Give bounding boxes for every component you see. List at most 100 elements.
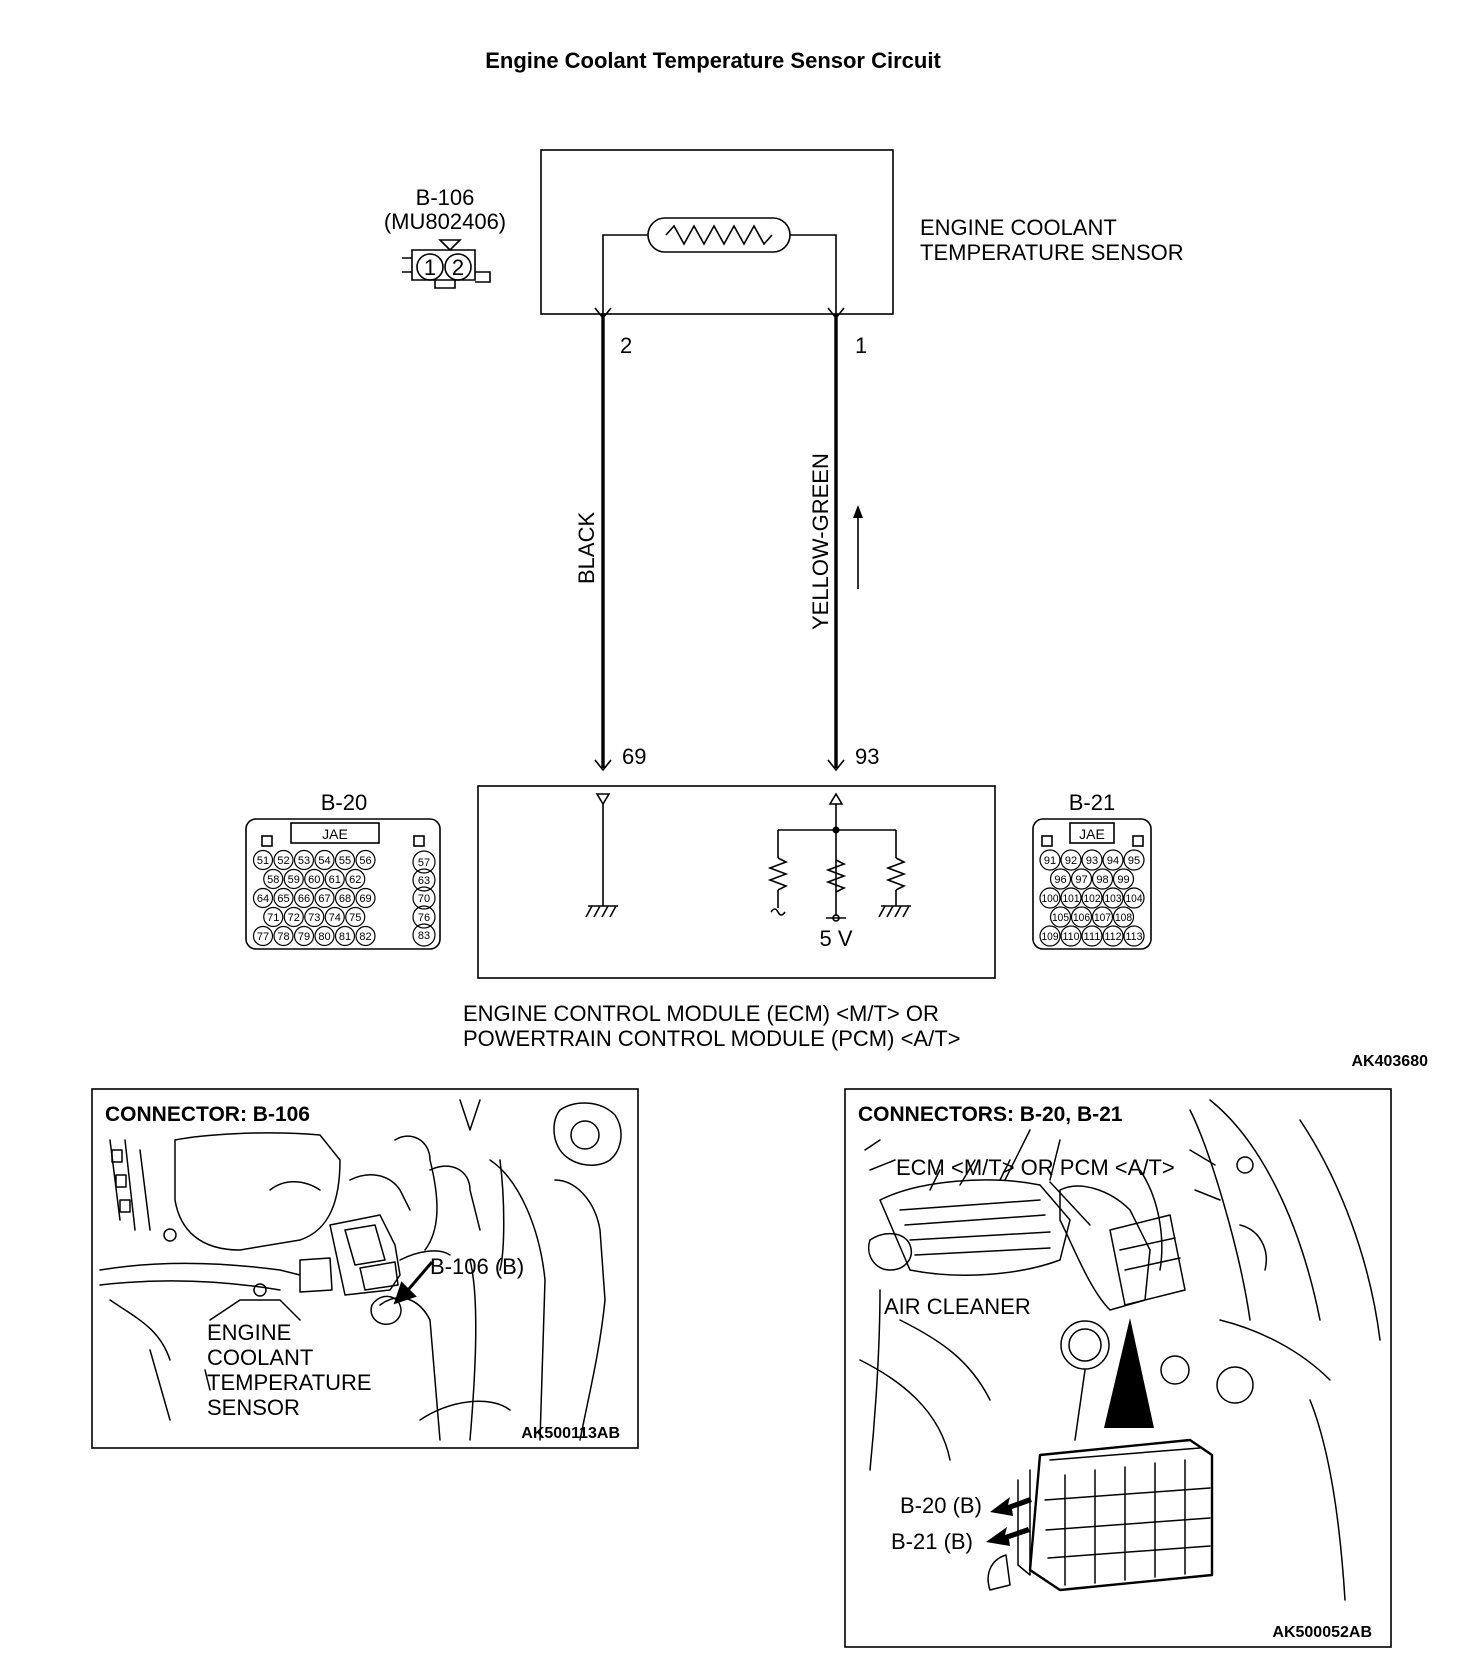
ecm-leader-line — [1049, 1181, 1091, 1226]
connector-b21-pin-label-99: 99 — [1117, 874, 1129, 886]
photo-left-label-line1: ENGINE — [207, 1320, 291, 1345]
wires: 2 1 BLACK YELLOW-GREEN 69 93 — [574, 314, 879, 772]
connector-b20-pin-label-65: 65 — [277, 893, 289, 905]
connector-b21-id: B-21 — [1069, 790, 1115, 815]
connector-b21-pin-label-111: 111 — [1084, 931, 1101, 943]
ecm-connector-closeup — [987, 1438, 1214, 1592]
connector-b106-pin-1 — [416, 253, 444, 281]
connector-b21-pin-label-105: 105 — [1052, 912, 1069, 924]
connector-b21-pin-label-98: 98 — [1096, 874, 1108, 886]
connector-b20-pin-70 — [412, 886, 436, 910]
callout-arrow-b106 — [393, 1261, 434, 1305]
connector-b106-foot — [434, 280, 456, 289]
module-box — [477, 785, 996, 979]
engine-bay-illustration-right — [859, 1099, 1381, 1601]
ground-symbol-69 — [585, 905, 618, 918]
connector-b20-pin-label-77: 77 — [257, 931, 269, 943]
connector-b106-pin-2 — [444, 253, 472, 281]
connector-b20-pin-60 — [304, 868, 325, 890]
connector-b21-pin-94 — [1102, 849, 1124, 871]
connector-b21-pin-92 — [1060, 849, 1082, 871]
connector-b21-pin-label-95: 95 — [1128, 855, 1140, 867]
connector-b21-pin-95 — [1123, 849, 1145, 871]
connector-b20-pin-label-66: 66 — [298, 893, 310, 905]
connector-b20-pin-61 — [324, 868, 345, 890]
connector-b20-pin-label-68: 68 — [339, 893, 351, 905]
connector-b20-latch-left — [261, 835, 273, 847]
connector-b20-maker: JAE — [322, 826, 348, 842]
sensor-location-highlight — [370, 1295, 402, 1325]
sensor-pin-1-label: 1 — [855, 333, 867, 358]
connector-b21-pin-113 — [1123, 925, 1145, 947]
sensor-box — [540, 149, 894, 315]
connector-b106-pin-2-label: 2 — [452, 255, 464, 280]
module-name-line2: POWERTRAIN CONTROL MODULE (PCM) <A/T> — [463, 1026, 961, 1051]
photo-frame-left — [91, 1088, 639, 1449]
module-pin-93-label: 93 — [855, 744, 879, 769]
photo-panel-b20-b21: CONNECTORS: B-20, B-21 — [844, 1088, 1392, 1648]
connector-b20-pin-52 — [273, 849, 294, 871]
middle-resistor-symbol — [825, 859, 847, 893]
photo-left-label-line3: TEMPERATURE — [207, 1370, 372, 1395]
connector-b20-pin-label-64: 64 — [257, 893, 269, 905]
pin-93-input-mark — [828, 792, 844, 805]
connector-b21-pin-106 — [1070, 906, 1093, 928]
connector-b106-outline — [402, 257, 491, 283]
connector-b20-pin-69 — [355, 887, 376, 909]
module-pin-69-label: 69 — [622, 744, 646, 769]
connector-b20-pin-81 — [334, 925, 356, 947]
diagram-title: Engine Coolant Temperature Sensor Circui… — [485, 48, 941, 73]
connector-b106-part-number: (MU802406) — [384, 209, 506, 234]
connector-b21-pin-102 — [1081, 887, 1103, 909]
connector-b21-pin-103 — [1102, 887, 1124, 909]
connector-b20-pin-label-53: 53 — [298, 855, 310, 867]
photo-right-callout-b21: B-21 (B) — [891, 1529, 973, 1554]
pin-69-input-mark — [595, 793, 611, 806]
callout-arrow-b21 — [986, 1527, 1030, 1546]
photo-panel-b106: CONNECTOR: B-106 — [91, 1088, 639, 1449]
connector-b20-pin-label-51: 51 — [257, 855, 269, 867]
sensor-internal-lead-2 — [602, 234, 648, 314]
ac-source-symbol — [770, 908, 786, 916]
connector-b20-pin-label-62: 62 — [349, 874, 361, 886]
sensor-block: ENGINE COOLANT TEMPERATURE SENSOR — [540, 149, 1184, 320]
connector-b20-pin-label-55: 55 — [339, 855, 351, 867]
photo-frame-right — [844, 1088, 1392, 1648]
connector-b20-pin-57 — [412, 850, 436, 874]
sensor-name-line1: ENGINE COOLANT — [920, 215, 1117, 240]
connector-b21-pin-label-112: 112 — [1105, 931, 1122, 943]
wire-color-black: BLACK — [574, 512, 599, 584]
sensor-pin-2-label: 2 — [620, 333, 632, 358]
connector-b21-pin-112 — [1102, 925, 1124, 947]
connector-b106-symbol: B-106 (MU802406) 1 2 — [384, 185, 506, 289]
connector-b21-pin-label-102: 102 — [1084, 893, 1101, 905]
connector-b21-pin-label-96: 96 — [1054, 874, 1066, 886]
connector-b20-pin-label-61: 61 — [329, 874, 341, 886]
connector-b106-pin-1-label: 1 — [424, 255, 436, 280]
connector-b20-pin-66 — [293, 887, 315, 909]
connector-b20-pin-label-56: 56 — [359, 855, 371, 867]
connector-b21-pin-96 — [1049, 868, 1072, 890]
connector-b20-pin-label-83: 83 — [418, 930, 430, 942]
left-resistor-symbol — [767, 857, 789, 891]
connector-b20-pin-78 — [273, 925, 294, 947]
connector-b20-pin-67 — [314, 887, 335, 909]
photo-left-title: CONNECTOR: B-106 — [105, 1103, 310, 1126]
connector-b20-pin-76 — [412, 905, 436, 929]
connector-b20-pin-68 — [334, 887, 356, 909]
connector-b20-pin-label-72: 72 — [288, 912, 300, 924]
connector-b20-pin-label-78: 78 — [277, 931, 289, 943]
photo-right-ecm-label: ECM <M/T> OR PCM <A/T> — [896, 1155, 1175, 1180]
connector-b20-pin-59 — [283, 868, 304, 890]
module-block: 5 V ENGINE CONTROL MODULE (ECM) <M/T> OR… — [463, 785, 1428, 1070]
right-resistor-symbol — [885, 857, 907, 891]
connector-b20-pin-label-59: 59 — [288, 874, 300, 886]
connector-b21-housing — [1032, 818, 1152, 950]
supply-voltage-label: 5 V — [819, 926, 852, 951]
connector-b21-pin-label-108: 108 — [1115, 912, 1132, 924]
connector-b21-pin-105 — [1049, 906, 1072, 928]
